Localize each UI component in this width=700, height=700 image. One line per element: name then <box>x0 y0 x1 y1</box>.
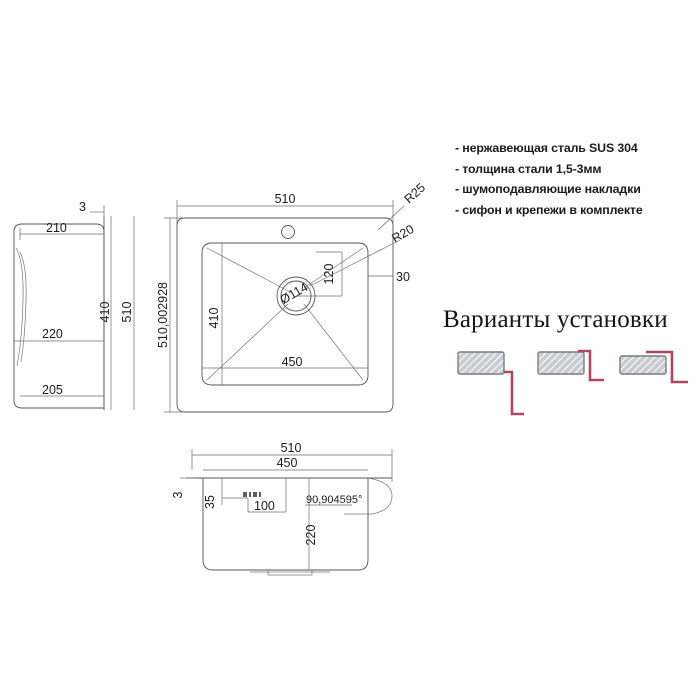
dim-side-mid-width: 220 <box>42 327 63 341</box>
dim-front-lip-height: 35 <box>203 495 217 509</box>
variant2-sink-edge <box>578 349 604 382</box>
install-variant-flushmount <box>537 349 604 382</box>
spec-item-pads: - шумоподавляющие накладки <box>455 182 641 196</box>
dim-side-outer-height: 510 <box>120 302 134 323</box>
leader-r25 <box>377 205 405 231</box>
side-view-group: 3 210 220 205 410 510 <box>13 200 135 410</box>
variant3-counter-block <box>619 355 667 375</box>
dim-bowl-width: 450 <box>282 355 303 369</box>
dim-front-angle: 90,904595° <box>306 494 362 506</box>
variant3-sink-edge <box>646 350 688 384</box>
front-view-group: 510 450 3 35 100 220 <box>171 441 393 576</box>
dim-side-bottom-width: 205 <box>42 383 63 397</box>
front-view-drain-nub <box>267 570 313 576</box>
dim-front-bowl-width: 450 <box>277 456 298 470</box>
dim-side-top-width: 210 <box>46 221 67 235</box>
bowl-slope-br <box>303 303 364 381</box>
variant2-counter-block <box>537 351 585 375</box>
install-variant-undermount <box>619 350 688 384</box>
dim-side-thickness: 3 <box>79 200 86 214</box>
top-view-bowl <box>201 242 369 386</box>
faucet-hole <box>281 225 295 239</box>
top-view-group: 120 Ø114 510 510,002928 410 450 R25 R20 <box>156 180 428 413</box>
dim-side-inner-height: 410 <box>98 302 112 323</box>
dim-top-width: 510 <box>275 192 296 206</box>
side-view-rim-profile-2 <box>19 251 27 363</box>
side-view-rim-profile <box>15 247 24 367</box>
front-view-outline <box>202 477 369 571</box>
dim-front-thickness: 3 <box>171 491 185 498</box>
dim-top-height: 510,002928 <box>156 282 170 348</box>
bowl-slope-tl <box>206 247 291 293</box>
dim-bowl-height: 410 <box>207 308 221 329</box>
spec-item-material: - нержавеющая сталь SUS 304 <box>455 141 638 155</box>
dim-radius-inner: R20 <box>390 222 417 246</box>
variant1-counter-block <box>457 351 505 375</box>
top-view-outer-plate <box>176 217 394 413</box>
spec-item-thickness: - толщина стали 1,5-3мм <box>455 161 602 176</box>
dim-radius-outer: R25 <box>402 180 428 206</box>
dim-edge-margin: 30 <box>396 270 410 284</box>
install-variants-group <box>457 349 688 416</box>
bowl-slope-bl <box>206 303 289 381</box>
install-variants-heading: Варианты установки <box>443 306 668 333</box>
micro-annotation <box>243 492 261 497</box>
dim-front-lip-offset: 100 <box>254 499 275 513</box>
leader-r20 <box>309 239 401 287</box>
variant1-sink-edge <box>504 370 524 416</box>
spec-item-siphon: - сифон и крепежи в комплекте <box>455 202 643 217</box>
dim-front-width: 510 <box>281 441 302 455</box>
dim-drain-offset: 120 <box>322 264 336 285</box>
dim-front-depth: 220 <box>304 525 318 546</box>
bowl-slope-tr <box>303 247 364 289</box>
dim-drain-diameter: Ø114 <box>278 280 311 307</box>
specification-list: - нержавеющая сталь SUS 304 - толщина ст… <box>455 138 700 220</box>
front-view-lip-curve <box>344 477 393 515</box>
install-variant-overmount <box>457 351 524 416</box>
side-view-outline <box>13 223 105 409</box>
